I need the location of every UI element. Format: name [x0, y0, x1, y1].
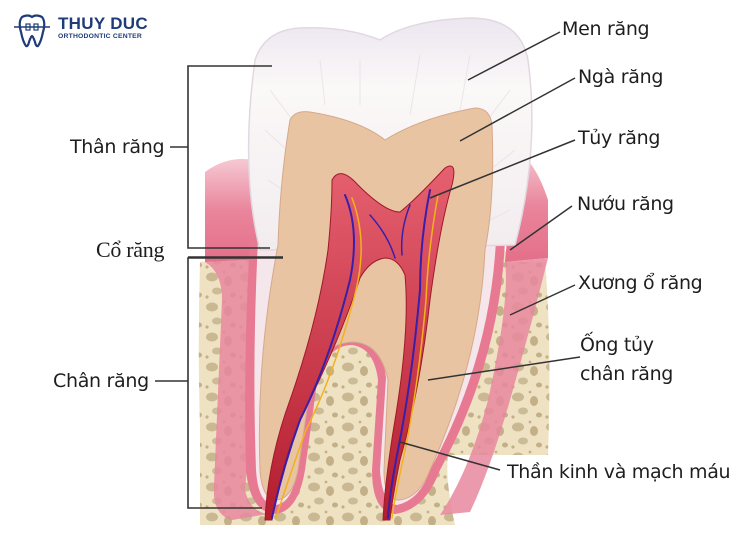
- pulp: [264, 165, 455, 521]
- label-root-canal-line2: chân răng: [580, 363, 674, 385]
- left-brackets: [155, 65, 283, 509]
- label-pulp: Tủy răng: [578, 127, 661, 149]
- brand-name: THUY DUC: [58, 14, 148, 33]
- brand-logo: THUY DUC ORTHODONTIC CENTER: [54, 15, 148, 42]
- label-alveolar-bone: Xương ổ răng: [578, 272, 703, 294]
- label-enamel: Men răng: [562, 18, 650, 40]
- label-nerves-vessels: Thần kinh và mạch máu: [507, 461, 731, 483]
- label-neck: Cổ răng: [96, 237, 165, 262]
- label-root: Chân răng: [53, 370, 149, 392]
- label-gum: Nướu răng: [577, 193, 674, 215]
- label-dentin: Ngà răng: [578, 66, 664, 88]
- label-crown: Thân răng: [70, 136, 165, 158]
- tooth-braces-icon: [14, 14, 50, 48]
- brand-subtitle: ORTHODONTIC CENTER: [58, 33, 143, 40]
- right-leader-lines: [399, 31, 581, 471]
- label-root-canal-line1: Ống tủy: [580, 334, 654, 356]
- nerves-and-vessels: [271, 189, 439, 519]
